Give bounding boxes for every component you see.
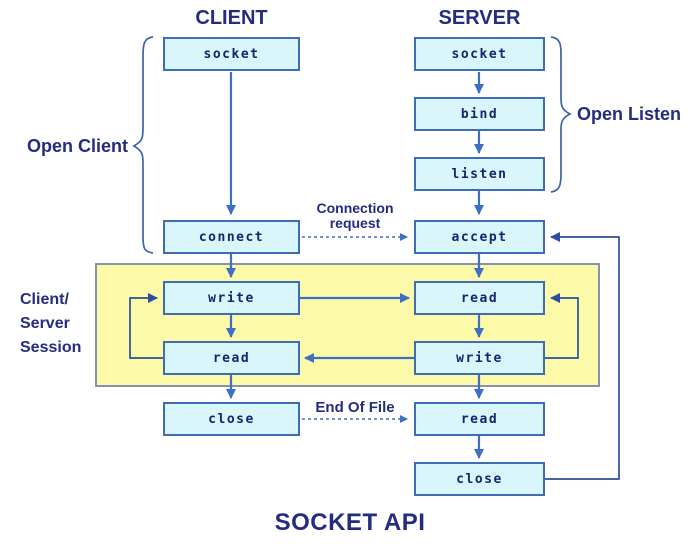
- server-bind-label: bind: [460, 106, 499, 122]
- server-read-label: read: [460, 290, 499, 306]
- session-label-line2: Server: [20, 315, 70, 332]
- diagram-title: SOCKET API: [274, 509, 426, 536]
- client-column-heading: CLIENT: [195, 7, 268, 29]
- client-connect-label: connect: [198, 229, 265, 245]
- loop-client-read-to-write: [129, 293, 163, 359]
- client-read-label: read: [212, 350, 251, 366]
- server-column-heading: SERVER: [438, 7, 521, 29]
- open-client-label: Open Client: [26, 136, 128, 156]
- session-label-line3: Session: [20, 339, 82, 356]
- client-server-session-label: Client/ Server Session: [20, 288, 100, 360]
- server-write-label: write: [456, 350, 503, 366]
- server-write-box: write: [414, 341, 545, 375]
- client-read-box: read: [163, 341, 300, 375]
- open-listen-label: Open Listen: [577, 104, 682, 124]
- open-client-brace: [132, 36, 154, 254]
- connection-request-line2: request: [329, 215, 381, 231]
- end-of-file-label: End Of File: [315, 399, 395, 416]
- client-close-label: close: [208, 411, 255, 427]
- loop-server-write-to-read: [545, 293, 579, 359]
- client-socket-box: socket: [163, 37, 300, 71]
- client-write-box: write: [163, 281, 300, 315]
- open-listen-brace: [550, 36, 572, 193]
- client-socket-label: socket: [203, 46, 260, 62]
- server-close-label: close: [456, 471, 503, 487]
- server-read-box: read: [414, 281, 545, 315]
- server-read2-label: read: [460, 411, 499, 427]
- server-accept-label: accept: [451, 229, 508, 245]
- server-listen-label: listen: [451, 166, 508, 182]
- server-accept-box: accept: [414, 220, 545, 254]
- connection-request-line1: Connection: [316, 200, 394, 216]
- server-bind-box: bind: [414, 97, 545, 131]
- client-write-label: write: [208, 290, 255, 306]
- loop-server-close-to-accept: [545, 232, 620, 480]
- server-listen-box: listen: [414, 157, 545, 191]
- client-connect-box: connect: [163, 220, 300, 254]
- client-close-box: close: [163, 402, 300, 436]
- server-socket-box: socket: [414, 37, 545, 71]
- session-label-line1: Client/: [20, 291, 69, 308]
- connection-request-label: Connection request: [298, 201, 412, 231]
- server-read2-box: read: [414, 402, 545, 436]
- server-close-box: close: [414, 462, 545, 496]
- server-socket-label: socket: [451, 46, 508, 62]
